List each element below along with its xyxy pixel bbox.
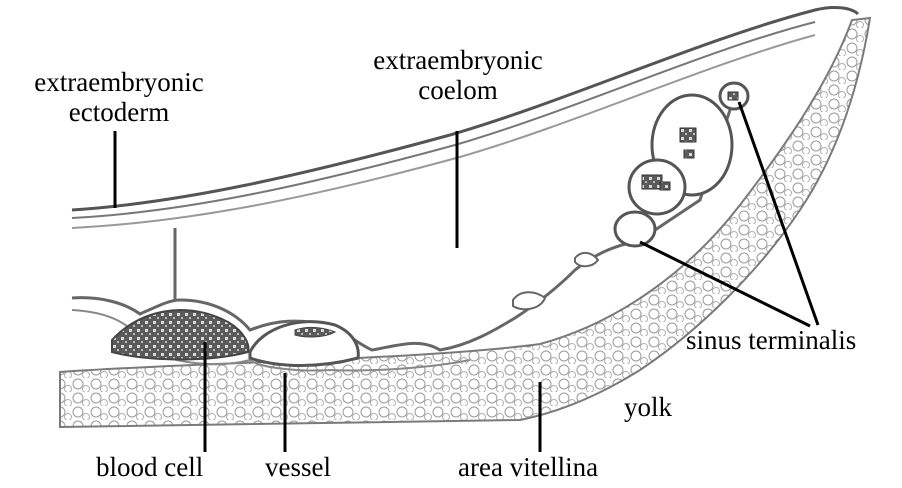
label-area-vitellina: area vitellina [458,452,598,482]
label-extraembryonic-coelom: extraembryonic coelom [343,45,573,105]
label-sinus-terminalis: sinus terminalis [686,325,856,355]
label-extraembryonic-ectoderm: extraembryonic ectoderm [4,67,234,127]
label-blood-cell: blood cell [96,452,203,482]
label-ecto-line2: ectoderm [4,97,234,127]
label-vessel: vessel [265,452,331,482]
sinus-vessel-small [615,212,655,246]
label-coelom-line2: coelom [343,75,573,105]
label-coelom-line1: extraembryonic [343,45,573,75]
blood-island [112,310,248,359]
label-ecto-line1: extraembryonic [4,67,234,97]
label-yolk: yolk [624,392,672,422]
